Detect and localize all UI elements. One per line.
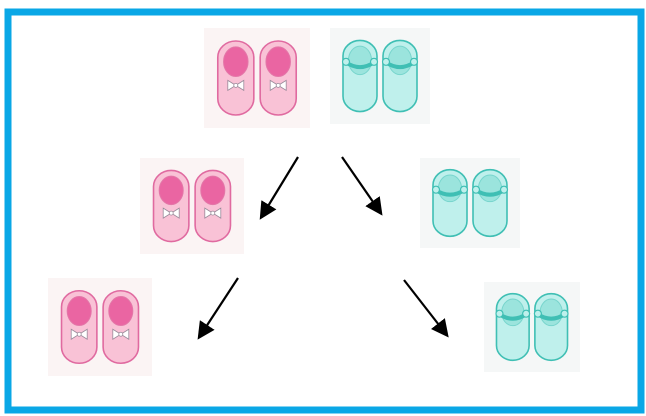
teal-shoes-middle	[420, 158, 520, 248]
arrow-teal-middle-to-bottom	[404, 280, 446, 334]
shoe-icon	[496, 294, 530, 361]
shoe-icon	[534, 294, 568, 361]
arrow-pink-middle-to-bottom	[200, 278, 238, 336]
shoe-icon	[154, 170, 189, 241]
shoe-icon	[433, 170, 468, 237]
shoe-icon	[195, 170, 230, 241]
arrow-top-to-pink-middle	[262, 157, 298, 216]
teal-shoes-bottom	[484, 282, 580, 372]
pink-shoes-middle	[140, 158, 244, 254]
arrow-top-to-teal-middle	[342, 157, 380, 212]
teal-shoes-top	[330, 28, 430, 124]
pink-shoes-bottom	[48, 278, 152, 376]
shoe-icon	[103, 291, 138, 364]
shoe-icon	[62, 291, 97, 364]
shoe-icon	[473, 170, 508, 237]
shoe-icon	[218, 41, 254, 115]
pink-shoes-top	[204, 28, 310, 128]
shoe-icon	[260, 41, 296, 115]
shoe-icon	[383, 40, 418, 111]
shoe-icon	[343, 40, 378, 111]
